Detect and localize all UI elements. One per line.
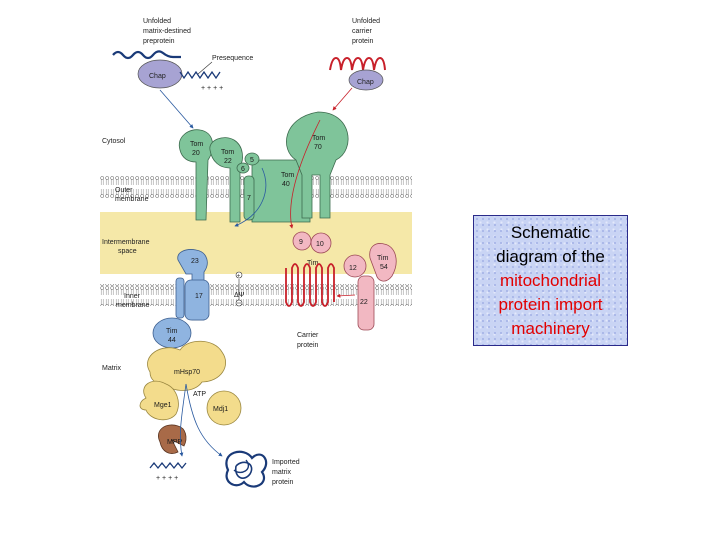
caption-line-3: mitochondrial	[499, 270, 602, 290]
mge1-label: Mge1	[154, 402, 172, 409]
imported-matrix-protein	[225, 450, 268, 488]
mdj1-cofactor	[206, 390, 242, 426]
tom22-receptor	[209, 137, 243, 223]
cleaved-presequence	[149, 461, 187, 470]
chap-right-blob	[348, 69, 384, 91]
imported-label-2: matrix	[272, 469, 292, 476]
unfolded-matrix-label-3: preprotein	[143, 38, 175, 45]
svg-text:+: +	[237, 274, 241, 280]
carrier-path-arrow	[289, 119, 321, 229]
tom5-subunit	[244, 152, 260, 166]
tom7-subunit	[243, 175, 255, 221]
tim12-subunit	[343, 254, 367, 278]
mdj1-label: Mdj1	[213, 406, 228, 413]
caption-line-5: machinery	[511, 318, 590, 338]
carrier-protein-label-1: Carrier	[297, 332, 319, 339]
atp-label: ATP	[193, 391, 206, 398]
tom70-label-a: Tom	[312, 135, 325, 142]
tim54-label-b: 54	[380, 264, 388, 271]
presequence-pointer	[197, 61, 213, 75]
intermembrane-label-2: space	[118, 248, 137, 255]
tim17-subunit	[184, 279, 210, 321]
mhsp70-label: mHsp70	[174, 369, 200, 376]
tom7-label: 7	[247, 195, 251, 202]
delta-psi-label: ΔΨ	[234, 292, 245, 299]
outer-membrane-label-2: membrane	[115, 196, 149, 203]
tom20-label-b: 20	[192, 150, 200, 157]
chap-left-label: Chap	[149, 73, 166, 80]
unfolded-matrix-preprotein	[112, 50, 221, 89]
tom40-label-a: Tom	[281, 172, 294, 179]
caption-box: Schematic diagram of the mitochondrial p…	[473, 215, 628, 346]
unfolded-matrix-label-2: matrix-destined	[143, 28, 191, 35]
tim10-label: 10	[316, 241, 324, 248]
tim54-subunit	[369, 243, 397, 282]
caption-line-1: Schematic	[510, 222, 591, 242]
tim22-insert-arrow	[336, 293, 356, 298]
cytosol-label: Cytosol	[102, 138, 126, 145]
tom-to-tim-arrow	[234, 167, 267, 227]
import-arrow-matrix	[159, 89, 194, 129]
mpp-peptidase	[158, 424, 187, 454]
unfolded-carrier-label-3: protein	[352, 38, 374, 45]
carrier-protein-helices	[285, 263, 335, 307]
tom22-label-a: Tom	[221, 149, 234, 156]
matrix-fold-arrow	[185, 383, 223, 457]
tim54-label-a: Tim	[377, 255, 389, 262]
mpp-cleave-arrow	[179, 383, 187, 457]
unfolded-matrix-label-1: Unfolded	[143, 18, 171, 25]
imported-label-3: protein	[272, 479, 294, 486]
tom6-label: 6	[241, 166, 245, 173]
charges-bottom: + + + +	[156, 475, 178, 482]
tom40-label-b: 40	[282, 181, 290, 188]
matrix-chaperones	[139, 340, 242, 454]
presequence-label: Presequence	[212, 55, 253, 62]
inner-membrane-label-2: membrane	[116, 302, 150, 309]
tom20-label-a: Tom	[190, 141, 203, 148]
carrier-protein-label-2: protein	[297, 342, 319, 349]
tim23-complex	[152, 249, 210, 349]
tim9-10-complex	[292, 231, 332, 254]
chap-right-label: Chap	[357, 79, 374, 86]
tom5-label: 5	[250, 157, 254, 164]
tom70-label-b: 70	[314, 144, 322, 151]
inner-membrane-label-1: Inner	[124, 293, 141, 300]
caption-line-2: diagram of the	[496, 246, 605, 266]
tom-complex	[178, 111, 349, 223]
charges-top: + + + +	[201, 85, 223, 92]
membrane-potential-indicator: +	[235, 271, 243, 307]
tim23-label: 23	[191, 258, 199, 265]
tim-small-label: Tim	[307, 260, 319, 267]
tim17-label: 17	[195, 293, 203, 300]
tim22-label: 22	[360, 299, 368, 306]
tim22-subunit	[357, 275, 375, 331]
tom22-label-b: 22	[224, 158, 232, 165]
mge1-cofactor	[139, 380, 179, 421]
tim12-label: 12	[349, 265, 357, 272]
tim9-label: 9	[299, 239, 303, 246]
intermembrane-label-1: Intermembrane	[102, 239, 150, 246]
mpp-label: MPP	[167, 439, 183, 446]
caption-line-4: protein import	[498, 294, 603, 314]
tom6-subunit	[236, 162, 250, 174]
unfolded-carrier-label-2: carrier	[352, 28, 373, 35]
imported-label-1: Imported	[272, 459, 300, 466]
tim22-complex	[343, 243, 397, 331]
unfolded-carrier-protein	[329, 56, 386, 91]
outer-membrane-label-1: Outer	[115, 187, 133, 194]
matrix-label: Matrix	[102, 365, 122, 372]
tim44-label-a: Tim	[166, 328, 178, 335]
unfolded-carrier-label-1: Unfolded	[352, 18, 380, 25]
tom70-receptor	[286, 111, 349, 219]
import-arrow-carrier	[332, 87, 353, 111]
tim44-label-b: 44	[168, 337, 176, 344]
